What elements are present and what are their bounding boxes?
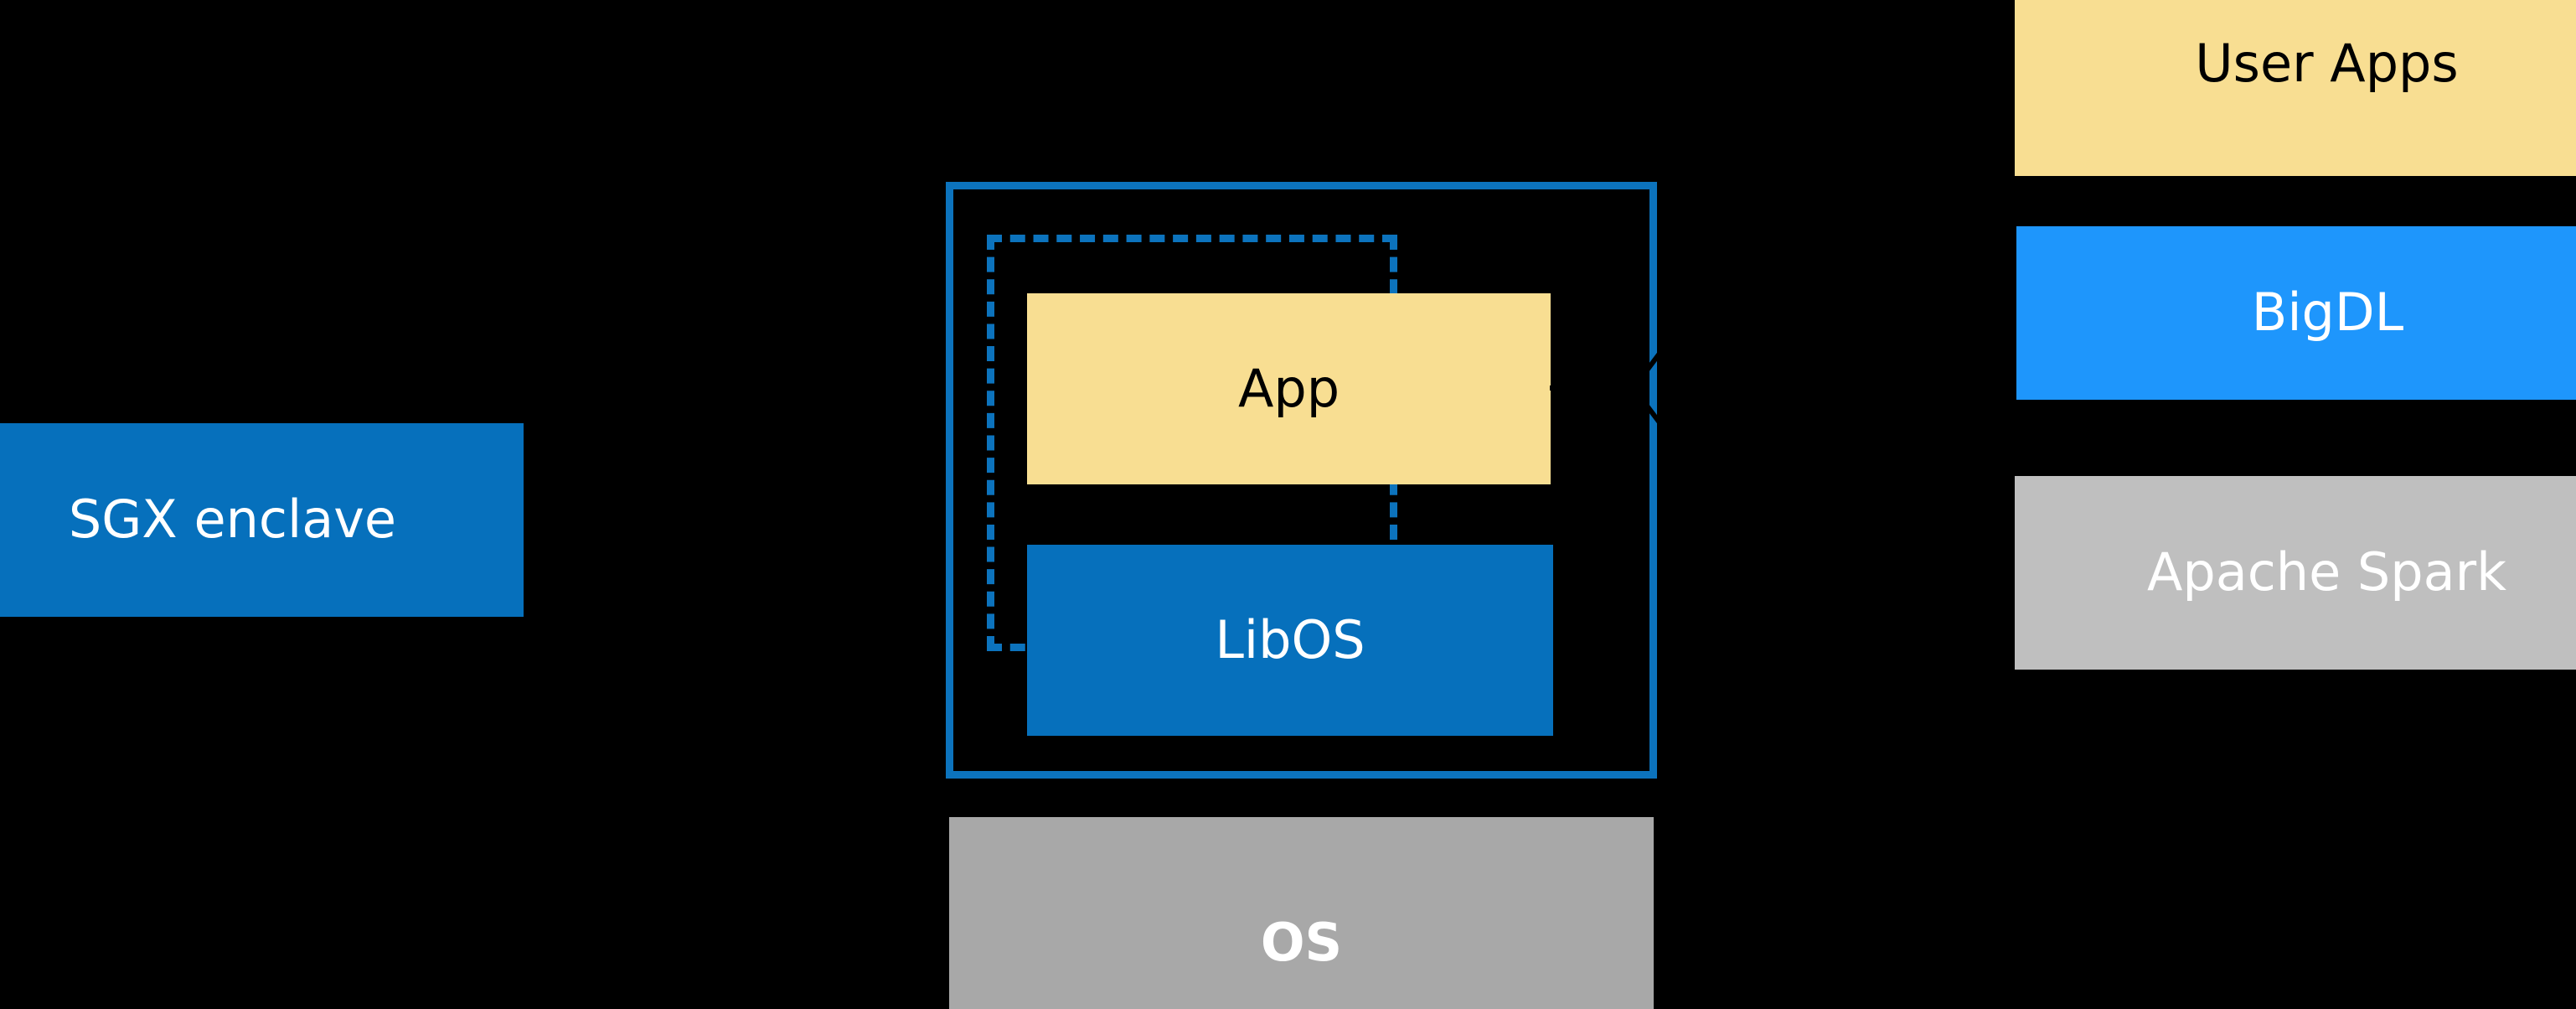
user-apps-label: User Apps — [2195, 32, 2459, 94]
libos-box: LibOS — [1027, 545, 1553, 736]
sgx-to-enclave-connector — [528, 506, 959, 525]
app-box: App — [1027, 293, 1551, 484]
enclave-outer-frame — [946, 182, 1657, 779]
apache-spark-box: Apache Spark — [2015, 476, 2576, 670]
libos-label: LibOS — [1215, 608, 1365, 670]
sgx-enclave-box: SGX enclave — [0, 423, 524, 617]
os-label: OS — [1260, 911, 1343, 973]
os-box: OS — [949, 817, 1654, 1009]
user-apps-box: User Apps — [2015, 0, 2576, 176]
bigdl-box: BigDL — [2016, 226, 2576, 400]
sgx-enclave-label: SGX enclave — [68, 489, 397, 551]
apache-spark-label: Apache Spark — [2146, 541, 2507, 603]
app-label: App — [1237, 357, 1340, 419]
bigdl-label: BigDL — [2251, 282, 2404, 344]
